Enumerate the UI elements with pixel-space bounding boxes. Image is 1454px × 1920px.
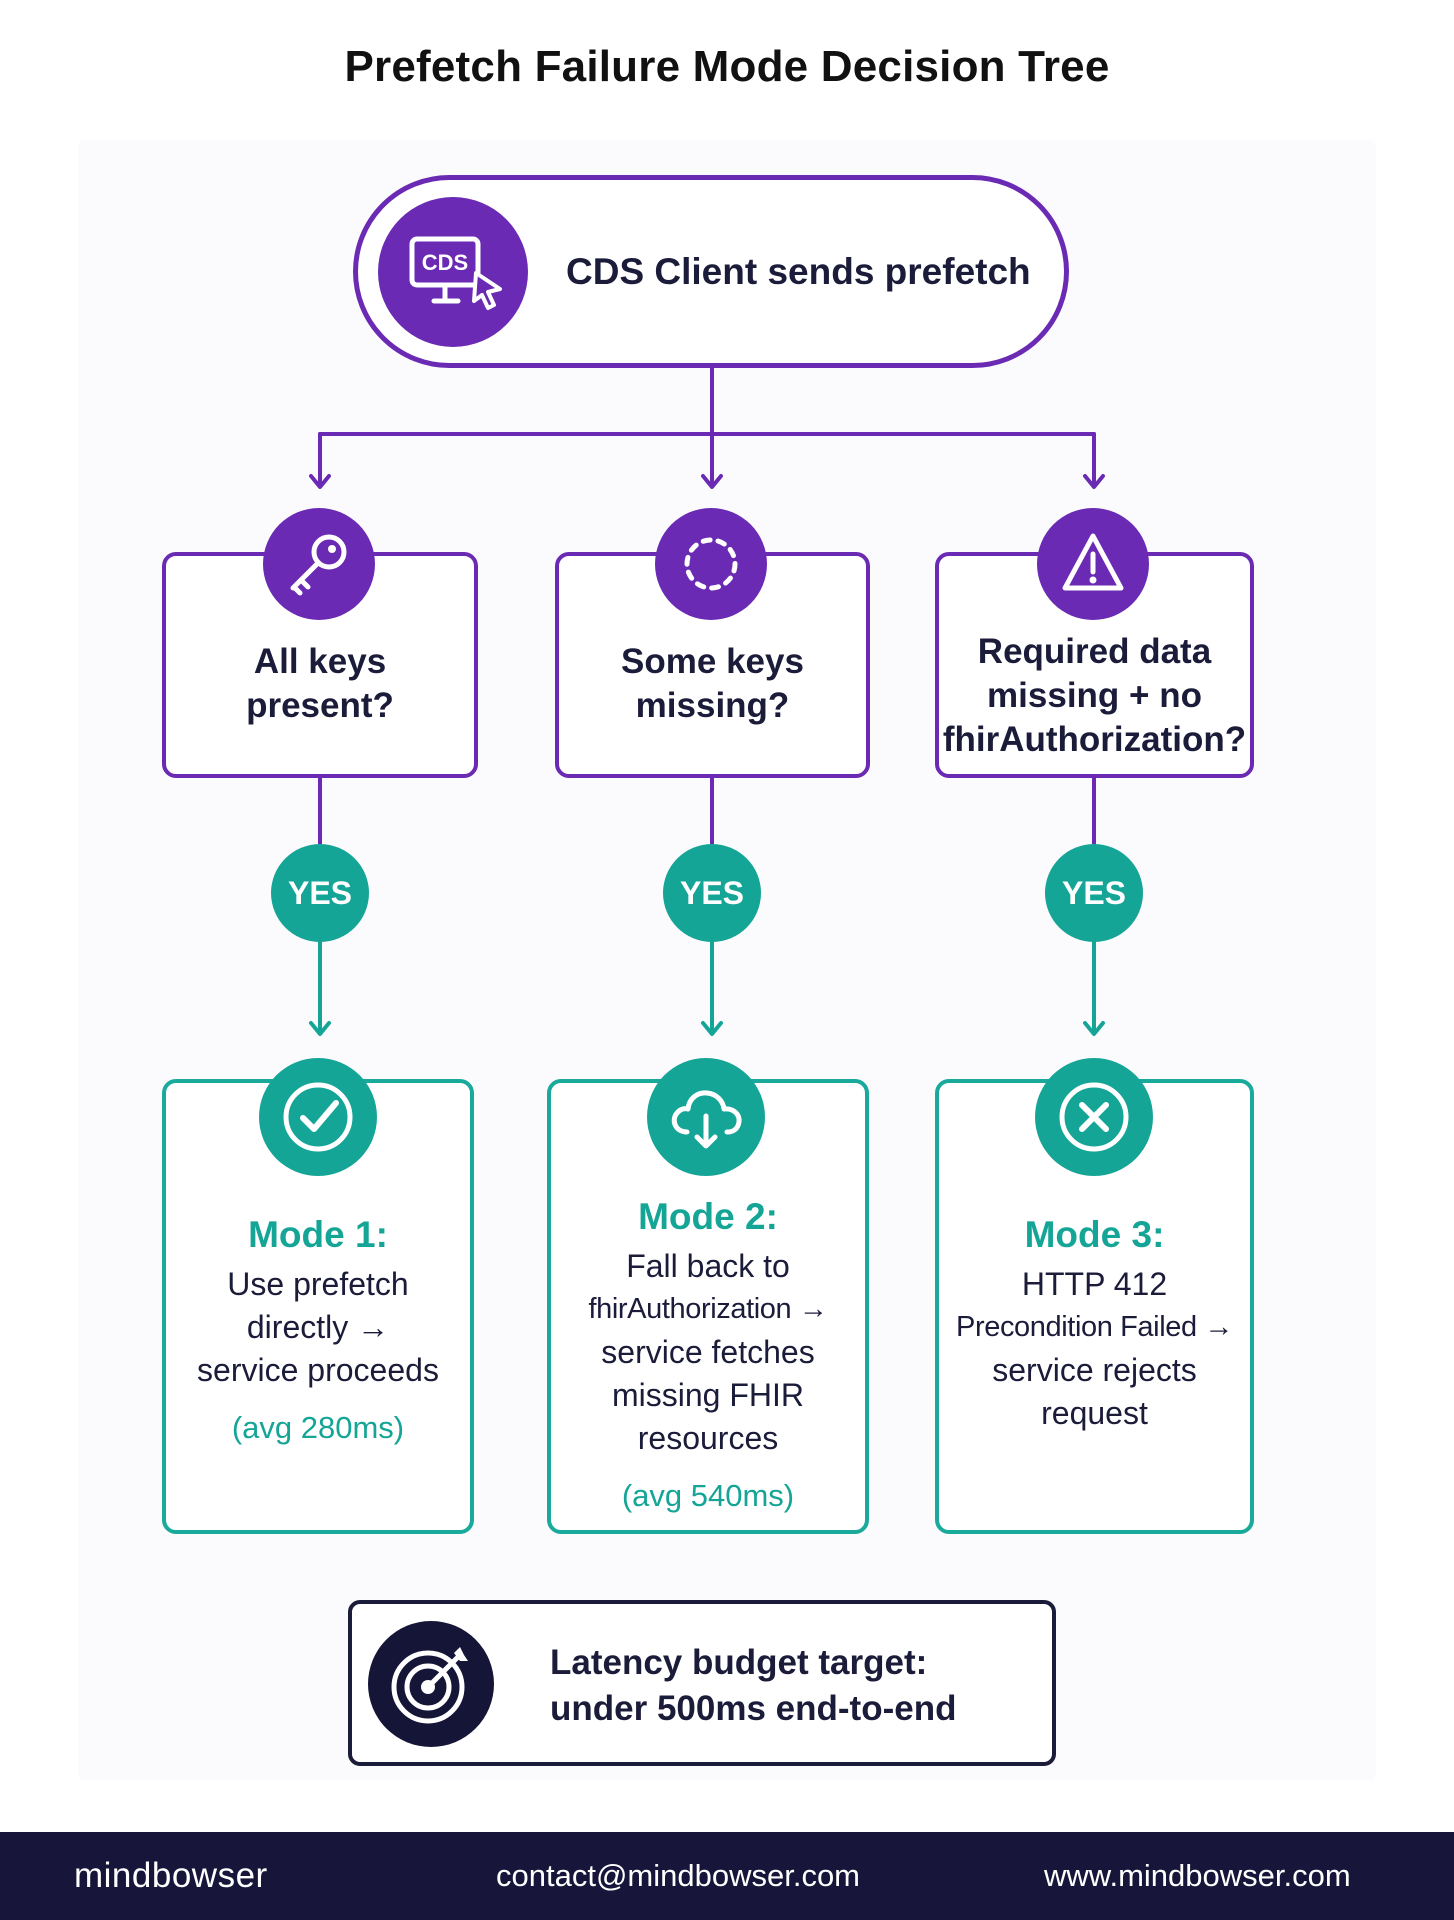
diagram-title: Prefetch Failure Mode Decision Tree — [344, 42, 1110, 91]
mode-line: directly → — [246, 1309, 390, 1345]
mode-line: Precondition Failed → — [956, 1311, 1233, 1343]
dashed-circle-icon — [655, 508, 767, 620]
key-icon — [263, 508, 375, 620]
footer-website-link[interactable]: www.mindbowser.com — [1044, 1858, 1351, 1893]
question-line: missing + no — [987, 676, 1202, 715]
arrowhead-mode3 — [1083, 1021, 1105, 1036]
footer-bar: mindbowser contact@mindbowser.com www.mi… — [0, 1832, 1454, 1920]
question-line: present? — [246, 686, 394, 725]
footer-contact-email[interactable]: contact@mindbowser.com — [496, 1858, 861, 1893]
mode-title: Mode 2: — [638, 1196, 778, 1237]
latency-target-text: Latency budget target: under 500ms end-t… — [550, 1640, 956, 1732]
mode-line: resources — [637, 1420, 779, 1456]
arrowhead-center — [701, 474, 723, 489]
arrowhead-mode2 — [701, 1021, 723, 1036]
mode-average-latency: (avg 540ms) — [621, 1478, 795, 1513]
start-label: CDS Client sends prefetch — [566, 251, 1031, 292]
question-line: Some keys — [621, 642, 804, 681]
target-line: under 500ms end-to-end — [550, 1689, 957, 1728]
question-text: All keys present? — [166, 640, 474, 728]
mode-title: Mode 1: — [248, 1214, 388, 1255]
target-line: Latency budget target: — [550, 1643, 928, 1682]
mode-content: Mode 3: HTTP 412 Precondition Failed → s… — [939, 1211, 1250, 1435]
mode-line: request — [1041, 1395, 1148, 1431]
x-circle-icon — [1035, 1058, 1153, 1176]
question-text: Some keys missing? — [559, 640, 866, 728]
mode-line: missing FHIR — [611, 1377, 804, 1413]
arrowhead-mode1 — [309, 1021, 331, 1036]
warning-icon — [1037, 508, 1149, 620]
question-line: fhirAuthorization? — [942, 720, 1247, 759]
mode-line: service fetches — [601, 1334, 815, 1370]
mode-content: Mode 1: Use prefetch directly → service … — [166, 1211, 470, 1449]
question-line: All keys — [253, 642, 387, 681]
question-line: Required data — [977, 632, 1212, 671]
footer-brand-logo: mindbowser — [74, 1856, 268, 1895]
question-text: Required data missing + no fhirAuthoriza… — [939, 630, 1250, 762]
mode-line: fhirAuthorization → — [588, 1293, 828, 1325]
question-line: missing? — [635, 686, 790, 725]
mode-line: HTTP 412 — [1021, 1266, 1168, 1302]
mode-line: service proceeds — [197, 1352, 439, 1388]
arrowhead-left — [309, 474, 331, 489]
cds-icon-text: CDS — [422, 250, 468, 275]
monitor-cursor-icon: CDS — [378, 197, 528, 347]
latency-target-box: Latency budget target: under 500ms end-t… — [348, 1600, 1056, 1766]
arrowhead-right — [1083, 474, 1105, 489]
check-circle-icon — [259, 1058, 377, 1176]
yes-badge: YES — [1045, 844, 1143, 942]
yes-badge: YES — [663, 844, 761, 942]
cloud-download-icon — [647, 1058, 765, 1176]
mode-content: Mode 2: Fall back to fhirAuthorization →… — [551, 1193, 865, 1517]
mode-title: Mode 3: — [1024, 1214, 1165, 1255]
yes-badge: YES — [271, 844, 369, 942]
mode-line: Fall back to — [626, 1248, 790, 1284]
mode-line: service rejects — [992, 1352, 1197, 1388]
start-node: CDS CDS Client sends prefetch — [353, 175, 1069, 368]
mode-average-latency: (avg 280ms) — [231, 1410, 405, 1445]
mode-line: Use prefetch — [227, 1266, 409, 1302]
target-arrow-icon — [368, 1621, 494, 1747]
